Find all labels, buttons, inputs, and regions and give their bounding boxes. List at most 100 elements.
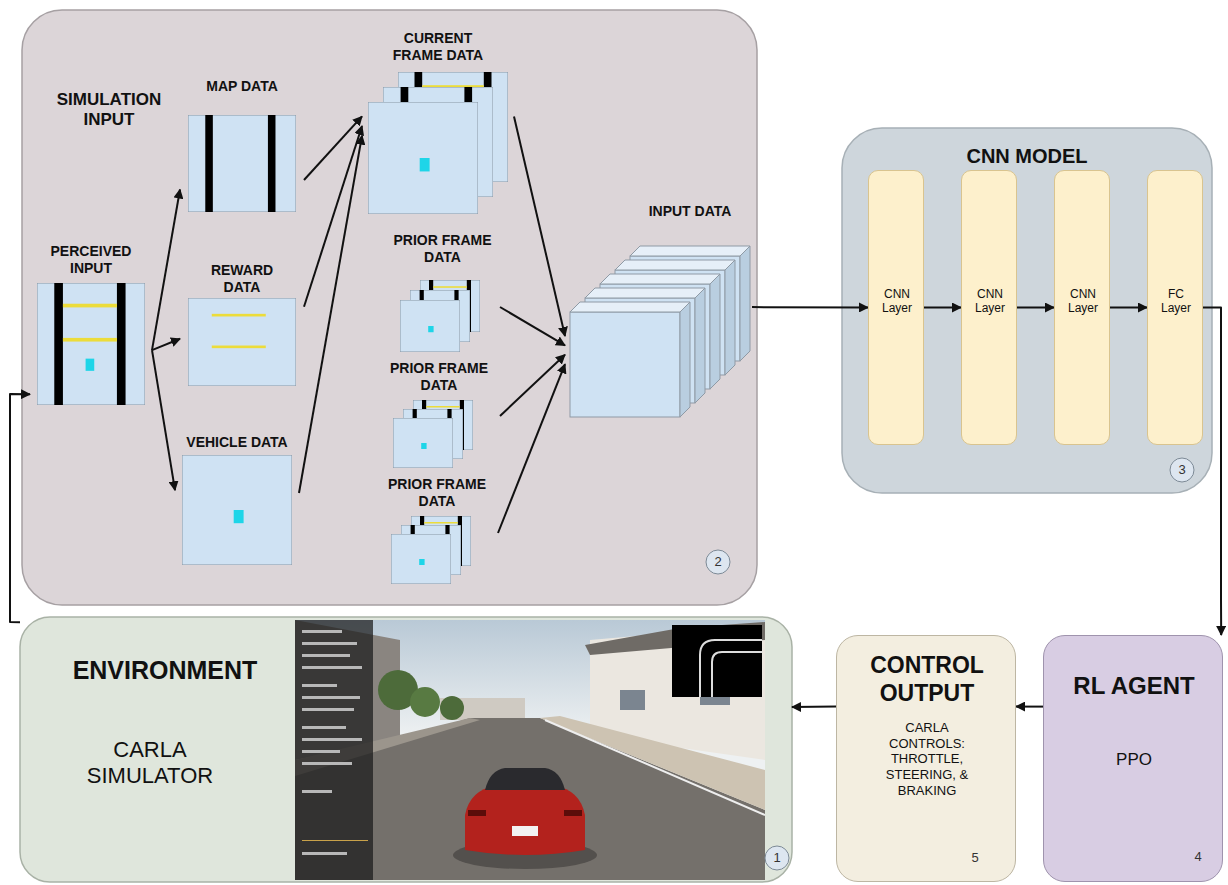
tensor-cube bbox=[585, 288, 705, 298]
callout-slot: 1 bbox=[765, 846, 789, 870]
agent-box: RL AGENT PPO bbox=[1043, 635, 1223, 882]
flow-arrow bbox=[500, 355, 565, 416]
node-title: CONTROL OUTPUT bbox=[837, 652, 1017, 707]
hud-line bbox=[302, 654, 350, 657]
minimap-road bbox=[712, 652, 762, 697]
flow-arrow bbox=[500, 307, 565, 345]
callout-number: 3 bbox=[1170, 458, 1194, 482]
callout-number: 4 bbox=[1186, 845, 1210, 869]
node-title: CNN Layer bbox=[970, 287, 1010, 316]
perceived-image bbox=[37, 283, 145, 405]
layer-box: FC Layer bbox=[1147, 170, 1203, 445]
data-image: REWARD DATA bbox=[180, 262, 304, 390]
hud-line bbox=[302, 852, 347, 855]
node-body: CARLA SIMULATOR bbox=[75, 737, 225, 790]
simulation-panel bbox=[22, 10, 757, 605]
flow-arrow bbox=[514, 116, 565, 336]
callout-circle bbox=[706, 550, 730, 574]
frame-stack: PRIOR FRAME DATA bbox=[376, 476, 498, 590]
hud-line bbox=[302, 750, 340, 753]
callout-number: 2 bbox=[706, 550, 730, 574]
tensor-cube bbox=[695, 288, 705, 403]
node-title: SIMULATION INPUT bbox=[44, 90, 174, 131]
tensor-cube bbox=[740, 246, 750, 361]
frame-tile bbox=[393, 418, 453, 468]
node-body: PPO bbox=[1044, 750, 1224, 770]
hud-line bbox=[302, 738, 362, 741]
node-title: MAP DATA bbox=[180, 78, 304, 95]
car-body bbox=[465, 786, 585, 855]
frame-stack: CURRENT FRAME DATA bbox=[362, 30, 514, 222]
data-image: VEHICLE DATA bbox=[175, 430, 299, 570]
tensor-cube bbox=[615, 260, 735, 270]
callout-circle bbox=[765, 846, 789, 870]
hud-line bbox=[302, 642, 357, 645]
node-body: CARLA CONTROLS: THROTTLE, STEERING, & BR… bbox=[885, 720, 969, 798]
tensor-stack: INPUT DATA bbox=[565, 195, 752, 430]
frame-tile bbox=[368, 102, 478, 214]
frame-tile bbox=[391, 534, 451, 584]
hud-line bbox=[302, 790, 332, 793]
environment-panel bbox=[20, 617, 792, 882]
node-title: PRIOR FRAME DATA bbox=[385, 232, 500, 266]
node-title: RL AGENT bbox=[1044, 672, 1224, 701]
frame-stack: PRIOR FRAME DATA bbox=[378, 360, 500, 472]
node-title: VEHICLE DATA bbox=[175, 434, 299, 451]
hud-line bbox=[302, 762, 352, 765]
flow-arrow bbox=[1016, 706, 1043, 708]
sky bbox=[295, 620, 765, 880]
flow-arrow bbox=[152, 339, 180, 350]
flow-arrow bbox=[304, 126, 362, 307]
hud-line bbox=[302, 684, 337, 687]
hud-line bbox=[302, 666, 362, 669]
tree bbox=[410, 687, 440, 717]
hud-line bbox=[302, 630, 342, 633]
flow-arrow bbox=[152, 190, 180, 351]
tensor-cube bbox=[570, 302, 690, 312]
node-title: PRIOR FRAME DATA bbox=[378, 360, 500, 394]
minimap-road bbox=[700, 640, 762, 697]
minimap bbox=[672, 625, 762, 697]
hud-line bbox=[302, 708, 354, 711]
hud-line bbox=[302, 840, 368, 841]
car-window bbox=[485, 768, 565, 790]
simulation-group: SIMULATION INPUT PERCEIVED INPUT MAP DATA R… bbox=[22, 10, 757, 605]
flow-arrow bbox=[792, 706, 836, 709]
tensor-cube bbox=[630, 246, 750, 256]
node-title: FC Layer bbox=[1156, 287, 1196, 316]
flow-arrow bbox=[10, 394, 30, 622]
window bbox=[620, 690, 645, 710]
tensor-cube bbox=[710, 274, 720, 389]
layer-box: CNN Layer bbox=[868, 170, 924, 445]
flow-arrow bbox=[304, 116, 362, 180]
model-panel bbox=[842, 128, 1212, 493]
frame-stack: PRIOR FRAME DATA bbox=[385, 232, 500, 357]
hud-line bbox=[302, 696, 360, 699]
hud-line bbox=[302, 726, 346, 729]
output-box: CONTROL OUTPUT CARLA CONTROLS: THROTTLE, … bbox=[836, 635, 1016, 882]
flow-arrow bbox=[498, 364, 565, 533]
flow-arrow bbox=[1017, 307, 1054, 309]
flow-arrow bbox=[752, 306, 868, 308]
callout-slot: 4 bbox=[1186, 845, 1210, 869]
node-title: ENVIRONMENT bbox=[45, 655, 285, 685]
layer-box: CNN Layer bbox=[1054, 170, 1110, 445]
tail-light bbox=[468, 810, 486, 816]
tensor-cube bbox=[680, 302, 690, 417]
model-group: CNN MODELCNN LayerCNN LayerCNN LayerFC L… bbox=[842, 128, 1212, 493]
environment-group: ENVIRONMENT CARLA SIMULATOR bbox=[20, 617, 792, 882]
flow-arrow bbox=[1203, 308, 1221, 636]
flow-arrow bbox=[299, 136, 362, 493]
node-title: PRIOR FRAME DATA bbox=[376, 476, 498, 510]
layer-box: CNN Layer bbox=[961, 170, 1017, 445]
number-plate bbox=[512, 826, 538, 836]
tensor-cube bbox=[725, 260, 735, 375]
callout-number: 5 bbox=[963, 846, 987, 870]
callout-slot: 3 bbox=[1170, 458, 1194, 482]
node-title: REWARD DATA bbox=[200, 262, 284, 296]
flow-arrow bbox=[1110, 307, 1147, 309]
node-title: PERCEIVED INPUT bbox=[30, 243, 152, 277]
data-image: PERCEIVED INPUT bbox=[30, 243, 152, 413]
callout-number: 1 bbox=[765, 846, 789, 870]
node-title: CNN MODEL bbox=[842, 144, 1212, 168]
